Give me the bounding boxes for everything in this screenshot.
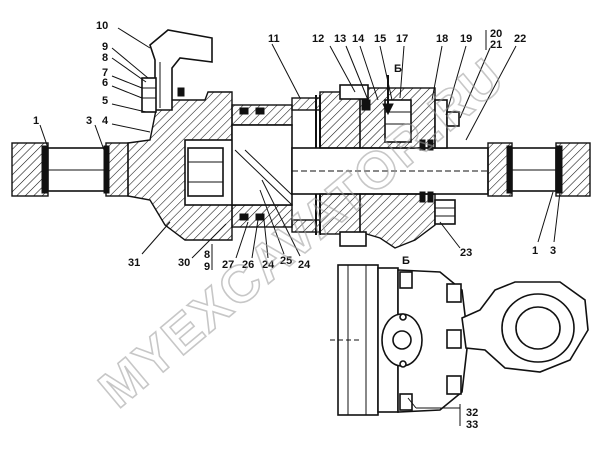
left-seal-ring-b [103,145,110,194]
fitting-adapter [141,77,157,113]
view-b-bolt-1 [446,283,462,303]
callout-20: 20 [490,28,502,40]
callout-17: 17 [396,33,408,45]
callout-10: 10 [96,20,108,32]
piston-seal-2 [255,107,265,115]
callout-7: 7 [102,67,108,79]
callout-9-top: 9 [102,41,108,53]
callout-32: 32 [466,407,478,419]
elbow-fitting [149,29,213,111]
callout-8-bottom: 8 [204,249,210,261]
callout-11: 11 [268,33,280,45]
right-seal-ring-b [555,145,563,194]
view-b-port-bolt-1 [399,313,407,321]
gland-seal-a [361,99,371,111]
callout-30: 30 [178,257,190,269]
view-b-bolt-2 [446,329,462,349]
gland-upper-left [319,91,361,149]
callout-14: 14 [352,33,365,45]
view-b-label: Б [402,255,410,267]
gland-seal-e [427,191,434,203]
piston-seal-3 [239,213,249,221]
callout-1-right: 1 [532,245,538,257]
callout-31: 31 [128,257,140,269]
gland-seal-d [419,191,426,203]
callout-26: 26 [242,259,254,271]
view-b [330,264,589,416]
piston-seal-1 [239,107,249,115]
callout-22: 22 [514,33,526,45]
gland-seal-b [419,139,426,151]
left-eye-end [11,142,129,197]
fitting-plug [177,87,185,97]
callout-15: 15 [374,33,386,45]
right-eye-end [487,142,591,197]
callout-21: 21 [490,39,502,51]
callout-6: 6 [102,77,108,89]
gland-cap-left [339,84,369,100]
view-b-bolt-3 [446,375,462,395]
piston-rod [291,147,489,195]
callout-1-left: 1 [33,115,39,127]
callout-4: 4 [102,115,109,127]
gland-bolt-head-top [446,111,460,127]
callout-9-bottom: 9 [204,261,210,273]
left-seal-ring-a [41,145,49,194]
callout-3-left: 3 [86,115,92,127]
view-b-bolt-4 [399,271,413,289]
gland-lower-left [319,193,361,235]
callout-27: 27 [222,259,234,271]
piston-core [231,124,293,206]
callout-13: 13 [334,33,346,45]
right-seal-ring-a [506,145,513,194]
section-arrow: Б [382,63,402,116]
piston-seal-4 [255,213,265,221]
callout-18: 18 [436,33,448,45]
callout-19: 19 [460,33,472,45]
callout-24-b: 24 [298,259,311,271]
callout-12: 12 [312,33,324,45]
callout-5: 5 [102,95,108,107]
view-b-bolt-5 [399,393,413,411]
cylinder-bottom [127,91,236,241]
section-arrow-head [382,103,394,116]
gland-cap-bottom [339,231,367,247]
callout-labels: 1 3 4 5 6 7 8 9 10 11 12 13 14 15 17 18 … [33,20,556,431]
view-b-port-bolt-2 [399,360,407,368]
hydraulic-fitting [141,29,213,113]
piston-nut [187,147,224,197]
gland-bolt-bottom [434,199,456,225]
callout-24-a: 24 [262,259,275,271]
view-b-port [392,330,412,350]
callout-23: 23 [460,247,472,259]
gland-seal-c [427,139,434,151]
callout-8-top: 8 [102,52,108,64]
leader-lines [39,27,561,426]
rod-gland [319,84,460,249]
view-b-eye-inner [515,306,561,350]
section-arrow-label: Б [394,63,402,75]
callout-25: 25 [280,255,292,267]
callout-3-right: 3 [550,245,556,257]
callout-33: 33 [466,419,478,431]
piston-section [231,104,293,228]
